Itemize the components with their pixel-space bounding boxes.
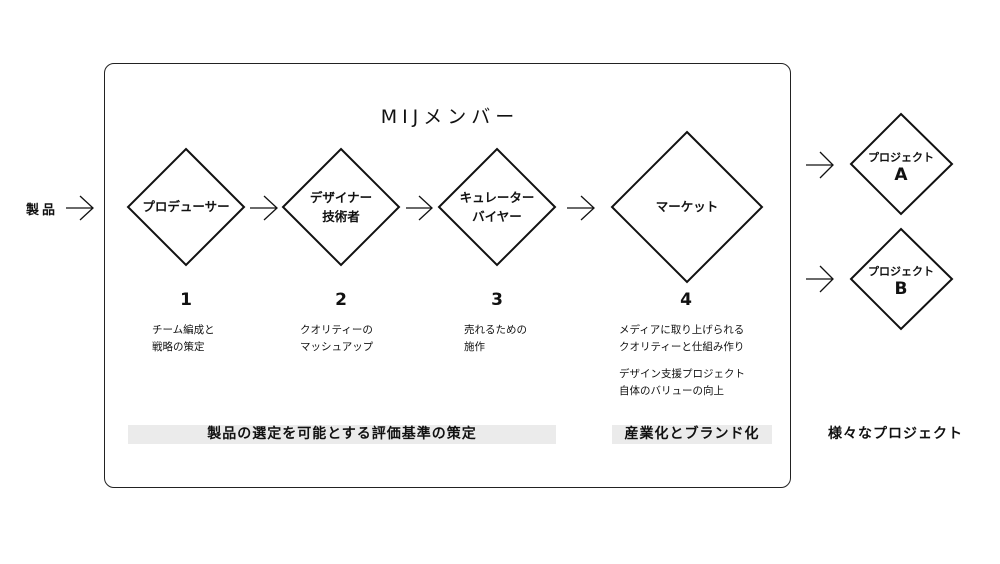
arrow-icon [806,151,834,179]
description-line: クオリティーの [300,324,373,336]
industrialization-band: 産業化とブランド化 [612,425,772,444]
stage-label-line: バイヤー [472,209,522,224]
project-letter: A [894,165,908,185]
stage-3-number: 3 [491,290,503,310]
diamond-project-a [849,112,954,216]
project-letter: B [894,279,908,299]
input-label-product: 製品 [26,203,59,218]
diamond-designer [281,147,401,267]
projects-band: 様々なプロジェクト [828,426,963,442]
description-line: チーム編成と [152,324,215,336]
stage-4-number: 4 [680,290,692,310]
stage-3-description: 売れるための 施作 [464,322,527,356]
stage-4-label: マーケット [627,197,747,216]
arrow-icon [66,195,94,221]
mij-members-frame [104,63,791,488]
stage-label-line: 技術者 [322,209,360,224]
project-label-text: プロジェクト [868,151,934,164]
stage-label-line: マーケット [655,199,719,214]
diamond-curator [437,147,557,267]
stage-1-number: 1 [180,290,192,310]
project-label-text: プロジェクト [868,265,934,278]
arrow-icon [406,195,433,221]
project-b-label: プロジェクト B [851,265,951,299]
description-line: メディアに取り上げられる [619,324,745,336]
arrow-icon [806,265,834,293]
selection-criteria-band: 製品の選定を可能とする評価基準の策定 [128,425,556,444]
stage-label-line: デザイナー [309,190,373,205]
diamond-market [610,130,764,284]
stage-4-description: メディアに取り上げられる クオリティーと仕組み作り デザイン支援プロジェクト 自… [619,322,745,400]
diagram-title: MIJメンバー [380,106,520,128]
description-line: 売れるための [464,324,527,336]
diamond-project-b [849,227,954,331]
project-a-label: プロジェクト A [851,151,951,185]
stage-1-description: チーム編成と 戦略の策定 [152,322,215,356]
stage-label-line: キュレーター [459,190,535,205]
description-line: 戦略の策定 [152,341,205,353]
stage-2-number: 2 [335,290,347,310]
arrow-icon [250,195,278,221]
description-line: デザイン支援プロジェクト [619,368,745,380]
description-line: クオリティーと仕組み作り [619,341,745,353]
stage-3-label: キュレーター バイヤー [437,188,557,226]
stage-1-label: プロデューサー [126,197,246,216]
arrow-icon [567,195,595,221]
stage-2-label: デザイナー 技術者 [281,188,401,226]
stage-label-line: プロデューサー [142,199,230,214]
stage-2-description: クオリティーの マッシュアップ [300,322,373,356]
diamond-producer [126,147,246,267]
description-line: マッシュアップ [300,341,374,353]
description-line: 施作 [464,341,485,353]
description-line: 自体のバリューの向上 [619,385,724,397]
